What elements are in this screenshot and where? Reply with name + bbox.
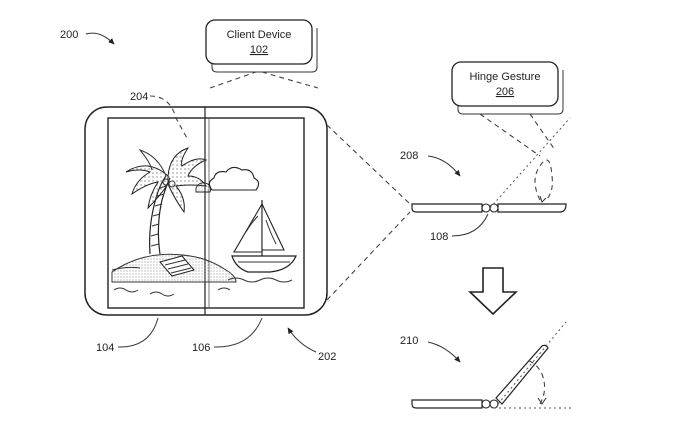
hinge-gesture-title: Hinge Gesture (470, 71, 541, 83)
ref-106: 106 (192, 342, 210, 354)
ref-104: 104 (96, 342, 114, 354)
ref-202: 202 (318, 351, 336, 363)
down-arrow (468, 267, 518, 316)
ref-108: 108 (430, 231, 448, 243)
client-device-title: Client Device (227, 29, 292, 41)
ref-204: 204 (130, 91, 148, 103)
flat-device-sideview (411, 203, 567, 213)
ref-210: 210 (400, 335, 418, 347)
hinge-gesture-number: 206 (496, 86, 514, 98)
hinge-gesture-callout: Hinge Gesture 206 (451, 61, 564, 115)
opened-device-sideview (411, 344, 549, 409)
ref-200: 200 (60, 29, 78, 41)
main-device (84, 106, 328, 316)
ref-208: 208 (400, 150, 418, 162)
client-device-callout: Client Device 102 (205, 19, 318, 73)
client-device-number: 102 (250, 44, 268, 56)
